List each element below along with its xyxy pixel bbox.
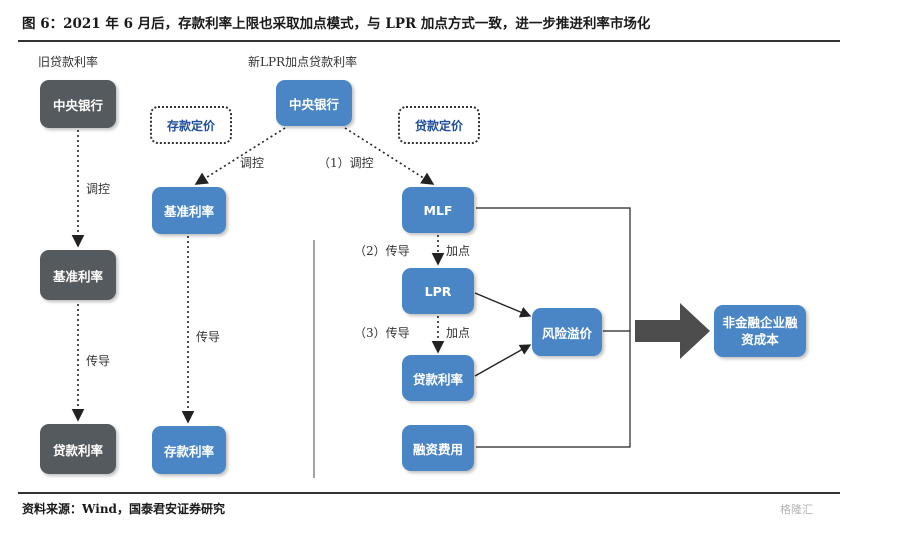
big-arrow: [635, 303, 710, 359]
cb-to-mlf-arrow: [344, 127, 435, 185]
new-loan-header: 新LPR加点贷款利率: [248, 55, 358, 69]
old-loan-rate-box: 贷款利率: [40, 424, 116, 474]
step2-label: （2）传导: [354, 244, 410, 258]
old-central-bank-box: 中央银行: [40, 80, 116, 128]
top-rule: [18, 40, 840, 42]
loan-to-risk-arrow: [474, 344, 532, 377]
deposit-pricing-box: 存款定价: [150, 106, 232, 144]
deposit-benchmark-box: 基准利率: [152, 187, 226, 234]
watermark: 格隆汇: [780, 503, 813, 516]
deposit-rate-box: 存款利率: [152, 426, 226, 474]
bottom-rule: [18, 492, 840, 494]
figure-title: 图 6：2021 年 6 月后，存款利率上限也采取加点模式，与 LPR 加点方式…: [22, 16, 651, 32]
old-loan-header: 旧贷款利率: [38, 55, 99, 69]
step3-label: （3）传导: [354, 326, 410, 340]
old-control-label: 调控: [86, 182, 111, 196]
loan-pricing-box: 贷款定价: [398, 106, 480, 144]
old-benchmark-box: 基准利率: [40, 250, 116, 300]
financing-fee-box: 融资费用: [402, 425, 474, 471]
step3-markup-label: 加点: [446, 326, 471, 340]
lpr-box: LPR: [402, 268, 474, 314]
deposit-control-label: 调控: [240, 156, 265, 170]
risk-premium-box: 风险溢价: [532, 308, 602, 356]
mlf-control-label: （1）调控: [318, 156, 374, 170]
corp-cost-box: 非金融企业融资成本: [714, 305, 806, 357]
source-note: 资料来源：Wind，国泰君安证券研究: [22, 502, 225, 516]
new-central-bank-box: 中央银行: [276, 80, 352, 126]
mlf-box: MLF: [402, 187, 474, 233]
mlf-bracket: [476, 207, 631, 448]
step2-markup-label: 加点: [446, 244, 471, 258]
old-transmit-label: 传导: [86, 354, 111, 368]
new-loan-rate-box: 贷款利率: [402, 355, 474, 401]
lpr-to-risk-arrow: [474, 292, 532, 318]
deposit-transmit-label: 传导: [196, 330, 221, 344]
